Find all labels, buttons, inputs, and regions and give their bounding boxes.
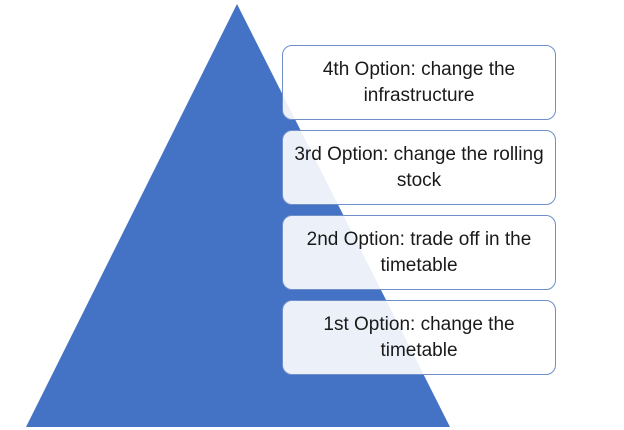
option-label-3rd: 3rd Option: change the rolling stock bbox=[294, 143, 544, 191]
option-box-2nd: 2nd Option: trade off in the timetable bbox=[282, 215, 556, 290]
option-box-1st: 1st Option: change the timetable bbox=[282, 300, 556, 375]
option-label-1st: 1st Option: change the timetable bbox=[323, 313, 515, 361]
option-box-4th: 4th Option: change the infrastructure bbox=[282, 45, 556, 120]
option-label-2nd: 2nd Option: trade off in the timetable bbox=[306, 228, 532, 276]
option-box-3rd: 3rd Option: change the rolling stock bbox=[282, 130, 556, 205]
option-label-4th: 4th Option: change the infrastructure bbox=[322, 58, 516, 106]
